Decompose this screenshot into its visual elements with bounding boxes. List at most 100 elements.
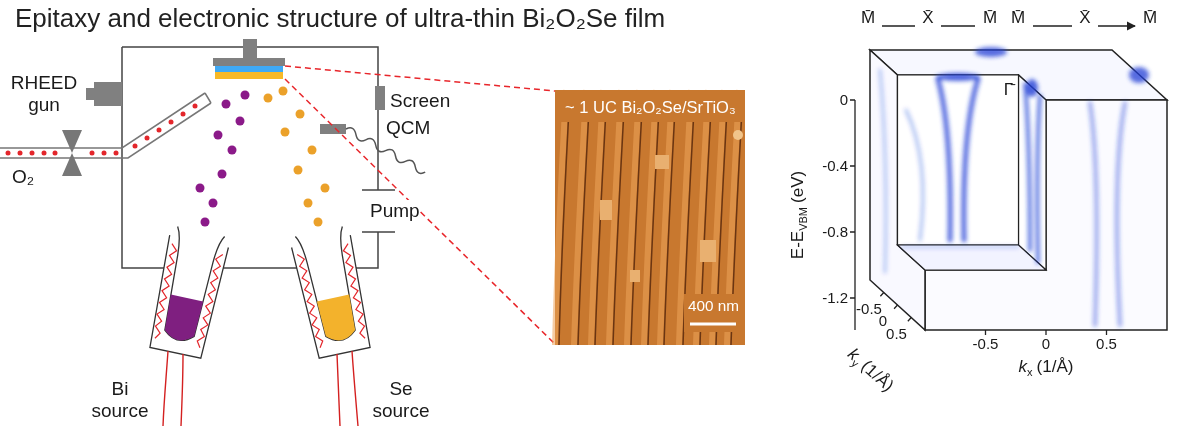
crucible	[295, 226, 365, 345]
k-point-label: Γ̄	[1004, 80, 1013, 100]
k-point-label: X̄	[1079, 8, 1090, 28]
tick-label: -0.8	[822, 223, 848, 240]
axis-label: E-E	[788, 231, 807, 259]
oxygen-molecules	[18, 151, 23, 156]
se-flux	[279, 87, 288, 96]
se-flux	[264, 94, 273, 103]
axis-label: (eV)	[788, 171, 807, 203]
band-intensity	[938, 79, 950, 240]
afm-ground	[555, 90, 745, 345]
se-flux	[308, 146, 317, 155]
se-flux	[314, 218, 323, 227]
band-intensity	[880, 47, 1149, 325]
cut-face	[898, 75, 1019, 245]
k-point-label: M̄	[1143, 8, 1157, 28]
tick-label: 0.5	[1096, 335, 1117, 352]
heater-wire	[163, 351, 183, 426]
k-point-label: X̄	[922, 8, 933, 28]
se-flux	[304, 199, 313, 208]
k-point-label: M̄	[983, 8, 997, 28]
oxygen-molecules	[53, 151, 58, 156]
island	[600, 155, 716, 282]
subscript: x	[1027, 366, 1033, 378]
tick-label: 0	[879, 312, 887, 329]
oxygen-molecules	[133, 144, 138, 149]
oxygen-molecules	[30, 151, 35, 156]
band-intensity	[975, 47, 1007, 57]
axis-title: kx (1/Å)	[1019, 357, 1074, 377]
bi-flux	[196, 184, 205, 193]
image-caption: ~ 1 UC Bi₂O₂Se/SrTiO₃	[565, 98, 736, 117]
arpes-cube	[850, 26, 1167, 335]
substrate	[215, 72, 283, 79]
oxygen-molecules	[114, 151, 119, 156]
source-label: Bi source	[82, 378, 158, 422]
oxygen-molecules	[157, 128, 162, 133]
oxygen-molecules	[193, 104, 198, 109]
tick-label: 0	[1042, 335, 1050, 352]
terrace-step	[613, 90, 625, 345]
terrace-step	[578, 90, 590, 345]
subscript: VBM	[797, 207, 809, 231]
terrace-step	[648, 90, 660, 345]
tick-label: 0	[840, 91, 848, 108]
terrace-step	[559, 90, 743, 345]
qcm-sensor	[320, 124, 346, 134]
bi-flux	[228, 146, 237, 155]
rheed-gun	[94, 82, 122, 106]
se-flux	[294, 166, 303, 175]
oxygen-molecules	[42, 151, 47, 156]
tick-label: -0.4	[822, 157, 848, 174]
terrace-step	[664, 90, 676, 345]
bi-flux	[236, 117, 245, 126]
cut-face	[1019, 75, 1047, 270]
bi-charge	[162, 295, 203, 344]
bi-flux	[209, 199, 218, 208]
scale-label: 400 nm	[688, 297, 739, 315]
bi-flux	[241, 91, 250, 100]
rheed-screen	[375, 86, 385, 110]
part-label: Pump	[370, 200, 420, 222]
valve	[62, 130, 82, 176]
tick-label: -0.5	[973, 335, 999, 352]
label-ground	[684, 294, 745, 332]
k-path-arrow	[882, 25, 1135, 26]
band-intensity	[1129, 67, 1149, 83]
heater-wire	[337, 351, 358, 426]
energy-axis	[850, 100, 855, 330]
se-effusion-cell	[290, 225, 374, 359]
island	[655, 155, 669, 169]
figure-title: Epitaxy and electronic structure of ultr…	[15, 4, 665, 34]
island	[600, 200, 612, 220]
k-point-label: M̄	[1011, 8, 1025, 28]
terrace-highlight	[555, 90, 739, 345]
band-intensity	[880, 70, 886, 272]
kx-ticks	[986, 330, 1107, 335]
heater-coil	[297, 253, 324, 348]
oxygen-molecules	[6, 151, 11, 156]
heater-coil	[341, 244, 368, 339]
oxygen-molecules	[145, 136, 150, 141]
band-intensity	[902, 246, 1018, 248]
axis-label: (1/Å)	[857, 356, 897, 395]
oxygen-molecules	[169, 120, 174, 125]
se-flux	[321, 184, 330, 193]
band-intensity	[1037, 96, 1040, 262]
gas-label: O₂	[12, 166, 34, 188]
axis-label: k	[1019, 357, 1028, 376]
axis-title: E-EVBM (eV)	[788, 171, 808, 259]
band-intensity	[1117, 103, 1125, 325]
crucible	[155, 226, 225, 345]
oxygen-molecules	[90, 151, 95, 156]
band-intensity	[1025, 84, 1030, 250]
island	[733, 130, 743, 140]
axis-label: (1/Å)	[1037, 357, 1074, 376]
tick-label: -0.5	[856, 300, 882, 317]
rheed-gun-nozzle	[86, 88, 94, 100]
k-point-label: M̄	[861, 8, 875, 28]
se-flux	[281, 128, 290, 137]
cut-floor	[898, 245, 1047, 270]
bi-flux	[222, 100, 231, 109]
